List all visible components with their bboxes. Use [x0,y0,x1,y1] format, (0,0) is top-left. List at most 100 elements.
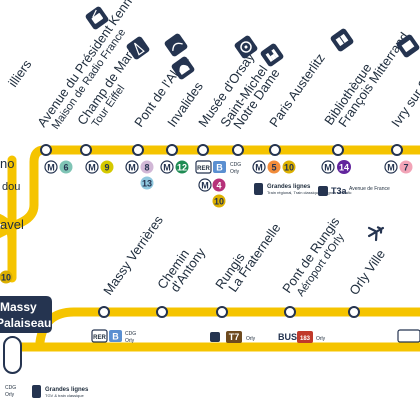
terminus-massy-palaiseau[interactable]: Massy Palaiseau [0,296,52,333]
left-label-dou: dou [2,181,20,193]
station-name-orly-ville: Orly Ville [346,247,388,298]
left-label-no: no [0,156,14,171]
metro-line-9: 9 [104,163,109,173]
orly-label: Orly [246,336,256,342]
metro-symbol: M [163,163,171,173]
station-dot-pont-de-rungis[interactable] [284,306,296,318]
orly-label: Orly [316,336,326,342]
t3a-label: T3a [331,186,348,196]
metro-badge-8-13[interactable]: M 8 13 [125,160,154,190]
grandes-lignes-austerlitz: Grandes lignes Train régional, Train cla… [254,183,352,195]
metro-badge-5-10[interactable]: M 5 10 [252,160,296,174]
station-dot-ivry[interactable] [391,144,403,156]
station-capsule-massy-palaiseau[interactable] [3,336,22,374]
metro-badge-14[interactable]: M 14 [321,160,351,174]
station-dot-kennedy[interactable] [40,144,52,156]
metro-symbol: M [387,163,395,173]
eiffel-tower-icon [126,36,150,60]
metro-line-10: 10 [214,197,224,207]
t7-label: T7 [229,332,240,342]
left-label-avel: avel [0,217,24,232]
cdg-label: CDG [125,331,136,337]
orly-label: Orly [125,338,135,344]
metro-line-8: 8 [144,163,149,173]
top-station-names: illiers Avenue du Président Kennedy Mais… [5,0,420,132]
orly-label: Orly [230,169,240,175]
metro-symbol: M [324,163,332,173]
station-name-ivry: Ivry sur Seine [388,56,420,130]
top-station-dots [40,144,403,156]
tram-t3a-connection[interactable]: T3a Avenue de France [318,186,390,196]
metro-symbol: M [255,163,263,173]
rer-label: RER [93,335,106,341]
station-dot-invalides[interactable] [166,144,178,156]
cdg-label-left: CDG [5,385,16,391]
invalides-dome-icon [171,56,195,80]
metro-badge-7[interactable]: M 7 [384,160,413,174]
station-dot-rungis[interactable] [216,306,228,318]
metro-symbol: M [47,163,55,173]
metro-symbol: M [88,163,96,173]
rer-b-label: B [112,332,119,342]
station-dot-alma[interactable] [132,144,144,156]
station-dot-saint-michel[interactable] [232,144,244,156]
rer-b-connection-orly[interactable] [397,329,420,343]
tram-t7-connection[interactable]: T7 Orly [210,331,256,343]
rer-b-connection-massy[interactable]: RER B CDG Orly [91,329,136,344]
metro-line-10: 10 [284,163,294,173]
track-lines [0,145,420,352]
library-icon [330,28,354,52]
airplane-icon [367,226,385,242]
metro-badge-10-left[interactable]: 10 [0,270,13,284]
station-dot-chemin-antony[interactable] [156,306,168,318]
rer-label: RER [197,166,210,172]
metro-line-7: 7 [403,163,408,173]
station-dot-orsay[interactable] [197,144,209,156]
tram-icon [210,332,220,342]
metro-line-6: 6 [63,163,68,173]
grandes-lignes-desc: Train régional, Train classique et ligne… [267,190,352,195]
metro-line-4: 4 [216,181,221,191]
station-dot-champ-de-mars[interactable] [80,144,92,156]
radio-icon [85,6,109,30]
track-upper-branch [0,145,49,239]
metro-line-13: 13 [142,179,152,189]
tram-icon [318,186,328,196]
station-dot-orly-ville[interactable] [348,306,360,318]
museum-icon [234,35,258,59]
bottom-left-connections: CDG Orly Grandes lignes TGV & train clas… [5,385,89,398]
track-left-curve [0,213,17,245]
t3a-desc: Avenue de France [349,186,390,192]
bus-183-label: 183 [300,336,311,342]
grandes-lignes-label: Grandes lignes [267,184,311,190]
bus-183-connection[interactable]: BUS 183 Orly [278,331,326,343]
terminus-line1: Massy [0,300,37,314]
grandes-lignes-bottom-desc: TGV & train classique [45,393,84,398]
cdg-label: CDG [230,162,241,168]
metro-line-10-left: 10 [1,273,11,283]
metro-badge-12[interactable]: M 12 [160,160,189,174]
bottom-connections: RER B CDG Orly T7 Orly BUS 183 Orly [91,329,420,344]
metro-line-14: 14 [339,163,349,173]
train-icon [32,385,41,398]
metro-symbol: M [128,163,136,173]
terminus-line2: Palaiseau [0,316,51,330]
metro-badge-9[interactable]: M 9 [85,160,114,174]
grandes-lignes-bottom-label: Grandes lignes [45,387,89,393]
top-connections: M 6 M 9 M 8 13 M 12 RER [44,160,413,208]
track-lower [35,307,420,347]
orly-label-left: Orly [5,392,15,398]
station-name-left-partial: illiers [5,56,35,89]
rer-b-connection-top[interactable]: RER B CDG Orly M 4 10 [195,160,241,208]
bottom-station-names: Massy Verrières Chemin d'Antony Rungis L… [100,212,388,298]
train-icon [254,183,263,195]
station-dot-austerlitz[interactable] [269,144,281,156]
metro-line-5: 5 [271,163,276,173]
metro-badge-6[interactable]: M 6 [44,160,73,174]
station-dot-bibliotheque[interactable] [332,144,344,156]
bridge-icon [164,33,188,57]
library-icon-2 [396,34,420,58]
station-dot-massy-verrieres[interactable] [98,306,110,318]
